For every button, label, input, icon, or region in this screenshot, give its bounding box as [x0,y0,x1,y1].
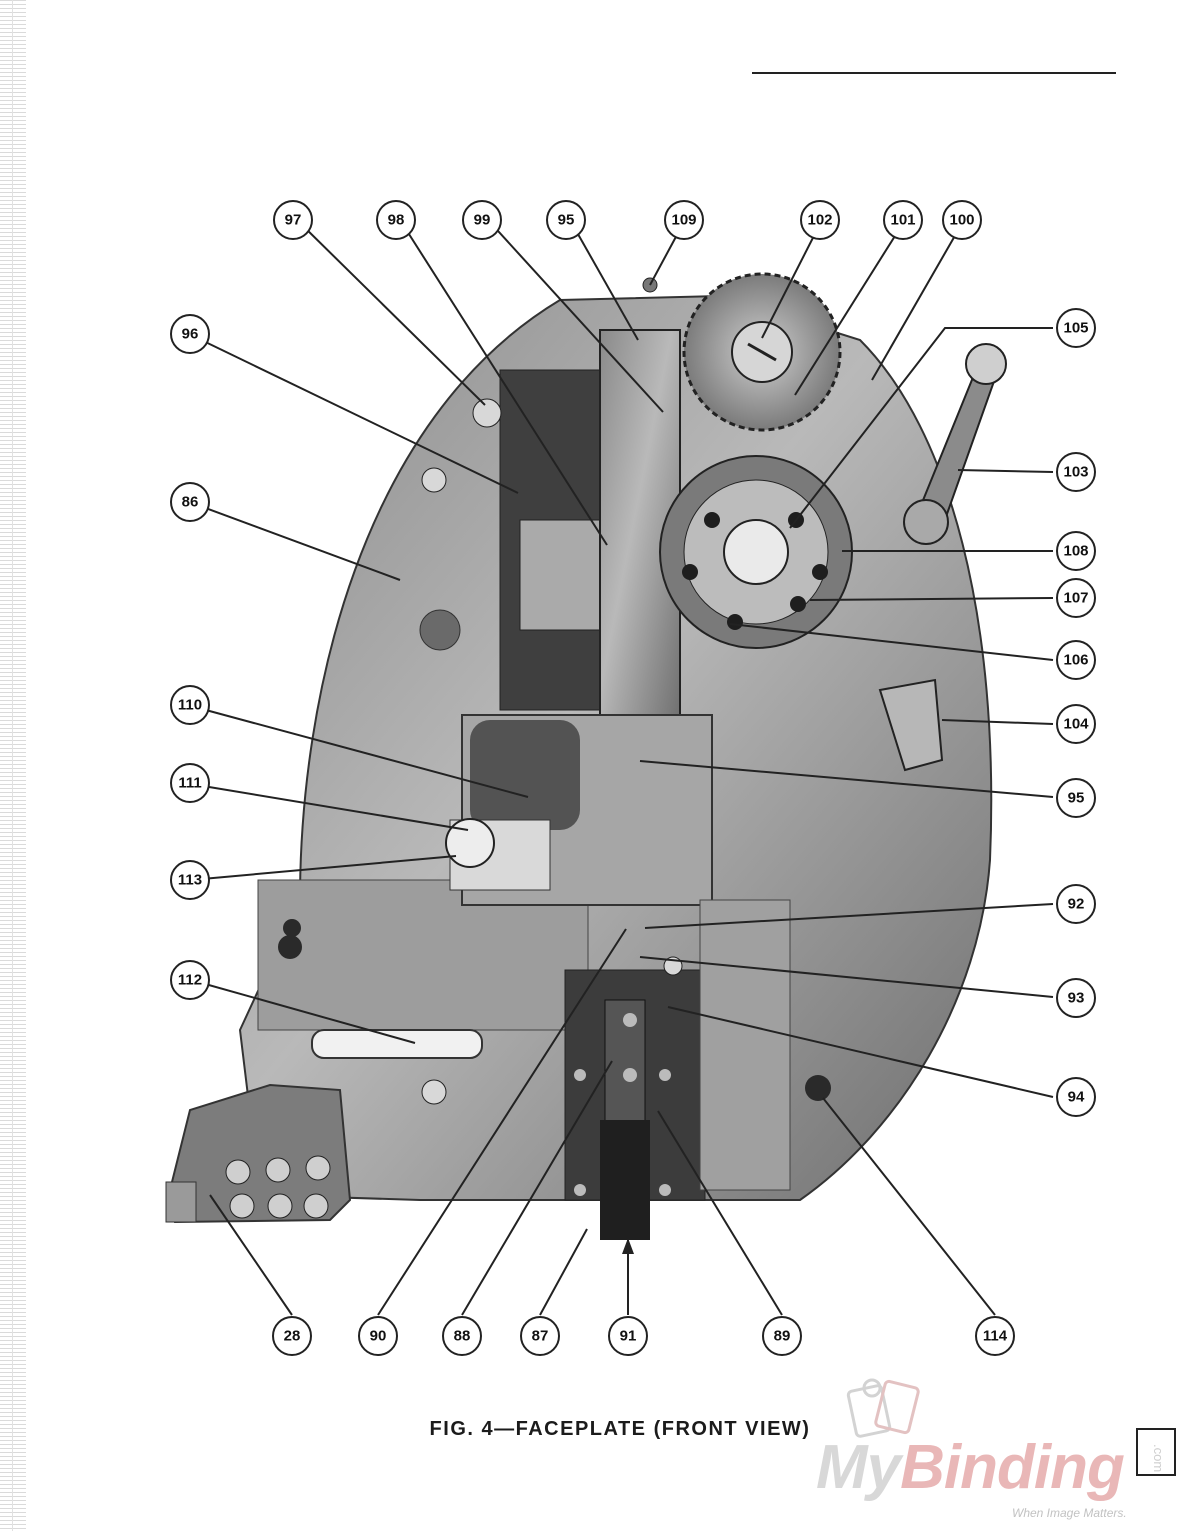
terminal-bracket [168,1083,352,1224]
watermark-brand-accent: Binding [900,1433,1125,1502]
callout-86: 86 [182,494,199,511]
slot-112 [311,1029,483,1059]
callout-101: 101 [890,212,915,229]
terminal-screws [225,1155,331,1219]
callout-90: 90 [370,1328,387,1345]
callout-97: 97 [285,212,302,229]
center-opening [470,720,580,830]
callout-113: 113 [178,872,202,889]
knob-111 [445,818,495,868]
callout-111: 111 [178,775,201,792]
callout-105: 105 [1063,320,1088,337]
callout-104: 104 [1063,716,1089,733]
callout-circles [170,200,1096,1356]
callout-100: 100 [949,212,974,229]
callout-103: 103 [1063,464,1088,481]
tab-104 [878,678,944,772]
watermark-tagline: When Image Matters. [1012,1506,1127,1520]
lever-pivot [903,499,949,545]
figure-caption: FIG. 4—FACEPLATE (FRONT VIEW) [429,1418,811,1440]
callout-99: 99 [474,212,491,229]
binding-edge [0,0,26,1531]
callout-106: 106 [1063,652,1088,669]
page-number-box [1136,1428,1176,1476]
callout-28: 28 [284,1328,301,1345]
callout-95-top: 95 [558,212,575,229]
callout-labels: 97 98 99 95 109 102 101 100 96 105 86 10… [178,212,1089,1345]
callout-87: 87 [532,1328,549,1345]
callout-98: 98 [388,212,405,229]
upper-block [519,519,601,631]
watermark-suffix: .com [1151,1444,1166,1473]
leader-lines [190,219,1054,1316]
watermark: MyBinding .com When Image Matters. [812,1374,1174,1526]
callout-109: 109 [671,212,696,229]
header-rule [752,72,1116,74]
callout-102: 102 [807,212,832,229]
callout-110: 110 [178,697,202,714]
lever-knob [965,343,1007,385]
contact-bottom-91 [600,1120,650,1240]
callout-88: 88 [454,1328,471,1345]
callout-96: 96 [182,326,199,343]
watermark-brand-start: My [816,1433,901,1502]
watermark-brand: MyBinding [816,1432,1125,1503]
callout-114: 114 [983,1328,1008,1345]
right-plate [699,899,791,1191]
callout-89: 89 [774,1328,791,1345]
callout-92: 92 [1068,896,1085,913]
callout-108: 108 [1063,543,1088,560]
callout-93: 93 [1068,990,1085,1007]
hole-114 [805,1075,831,1101]
watermark-logo-icon [846,1378,920,1438]
wheel-hub [723,519,789,585]
terminal-tab [165,1181,197,1223]
callout-112: 112 [178,972,202,989]
callout-95-right: 95 [1068,790,1085,807]
callout-107: 107 [1063,590,1088,607]
callout-91: 91 [620,1328,637,1345]
callout-94: 94 [1068,1089,1085,1106]
